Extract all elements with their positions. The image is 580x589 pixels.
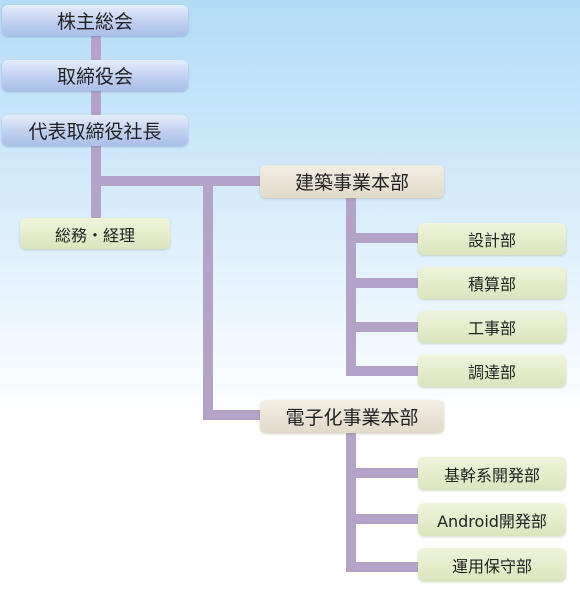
board-of-directors-box: 取締役会 <box>2 60 188 91</box>
connector-digitization-trunk <box>346 432 356 572</box>
shareholders-meeting-box: 株主総会 <box>2 5 188 36</box>
android-dev-dept-box: Android開発部 <box>418 503 566 536</box>
general-affairs-box: 総務・経理 <box>20 218 170 249</box>
digitization-division-box: 電子化事業本部 <box>260 400 444 433</box>
connector-ceo-horizontal <box>91 176 261 186</box>
operations-maintenance-dept-box: 運用保守部 <box>418 548 566 581</box>
core-systems-dev-dept-box: 基幹系開発部 <box>418 457 566 490</box>
design-dept-box: 設計部 <box>418 223 566 255</box>
connector-core-dev <box>346 468 420 478</box>
connector-android-dev <box>346 514 420 524</box>
connector-shareholders-board <box>91 36 101 60</box>
ceo-box: 代表取締役社長 <box>2 115 188 146</box>
connector-procurement <box>346 366 420 376</box>
procurement-dept-box: 調達部 <box>418 355 566 387</box>
connector-division-trunk <box>203 176 213 420</box>
estimation-dept-box: 積算部 <box>418 267 566 299</box>
connector-operations <box>346 562 420 572</box>
connector-design <box>346 233 420 243</box>
connector-estimation <box>346 278 420 288</box>
connector-board-ceo <box>91 91 101 115</box>
connector-construction-work <box>346 322 420 332</box>
construction-division-box: 建築事業本部 <box>260 165 444 198</box>
connector-to-digitization <box>203 410 261 420</box>
construction-work-dept-box: 工事部 <box>418 311 566 343</box>
